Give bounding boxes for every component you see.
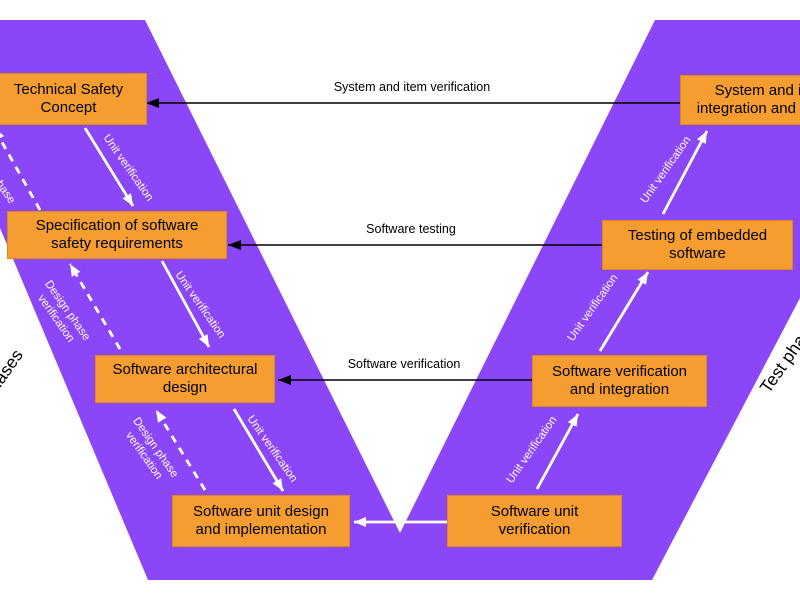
system-item-verification-label: System and item verification [333,80,491,94]
unit-verification-arrow-right-1 [535,413,580,490]
box-label: Software architectural design [112,360,258,396]
box-label: Software unit verification [490,502,579,538]
box-label: Technical Safety Concept [13,80,124,116]
unit-verification-arrow-right-2 [598,271,650,352]
box-software-verification-integration: Software verification and integration [532,355,707,407]
box-software-architectural-design: Software architectural design [95,355,275,403]
box-label: Software verification and integration [551,362,688,398]
unit-verification-arrow-left-2 [160,260,211,348]
box-label: System and item integration and testing [696,81,800,117]
unit-verification-arrow-left-3 [232,408,285,492]
box-label: Specification of software safety require… [35,216,199,252]
box-technical-safety-concept: Technical Safety Concept [0,73,147,125]
unit-verification-arrow-left-1 [83,127,135,207]
box-label: Testing of embedded software [627,226,768,262]
box-label: Software unit design and implementation [193,502,329,538]
box-software-unit-design-implementation: Software unit design and implementation [172,495,350,547]
design-phase-arrow-3 [154,409,207,491]
box-software-unit-verification: Software unit verification [447,495,622,547]
unit-verification-arrow-right-3 [661,130,709,215]
software-testing-label: Software testing [366,222,456,236]
software-verification-label: Software verification [347,357,461,371]
box-testing-embedded-software: Testing of embedded software [602,220,793,270]
design-phase-arrow-2 [68,263,122,350]
box-spec-software-safety-requirements: Specification of software safety require… [7,211,227,259]
v-shape [0,20,800,580]
design-phase-arrow-1 [0,127,42,211]
box-system-item-integration-testing: System and item integration and testing [680,75,800,125]
